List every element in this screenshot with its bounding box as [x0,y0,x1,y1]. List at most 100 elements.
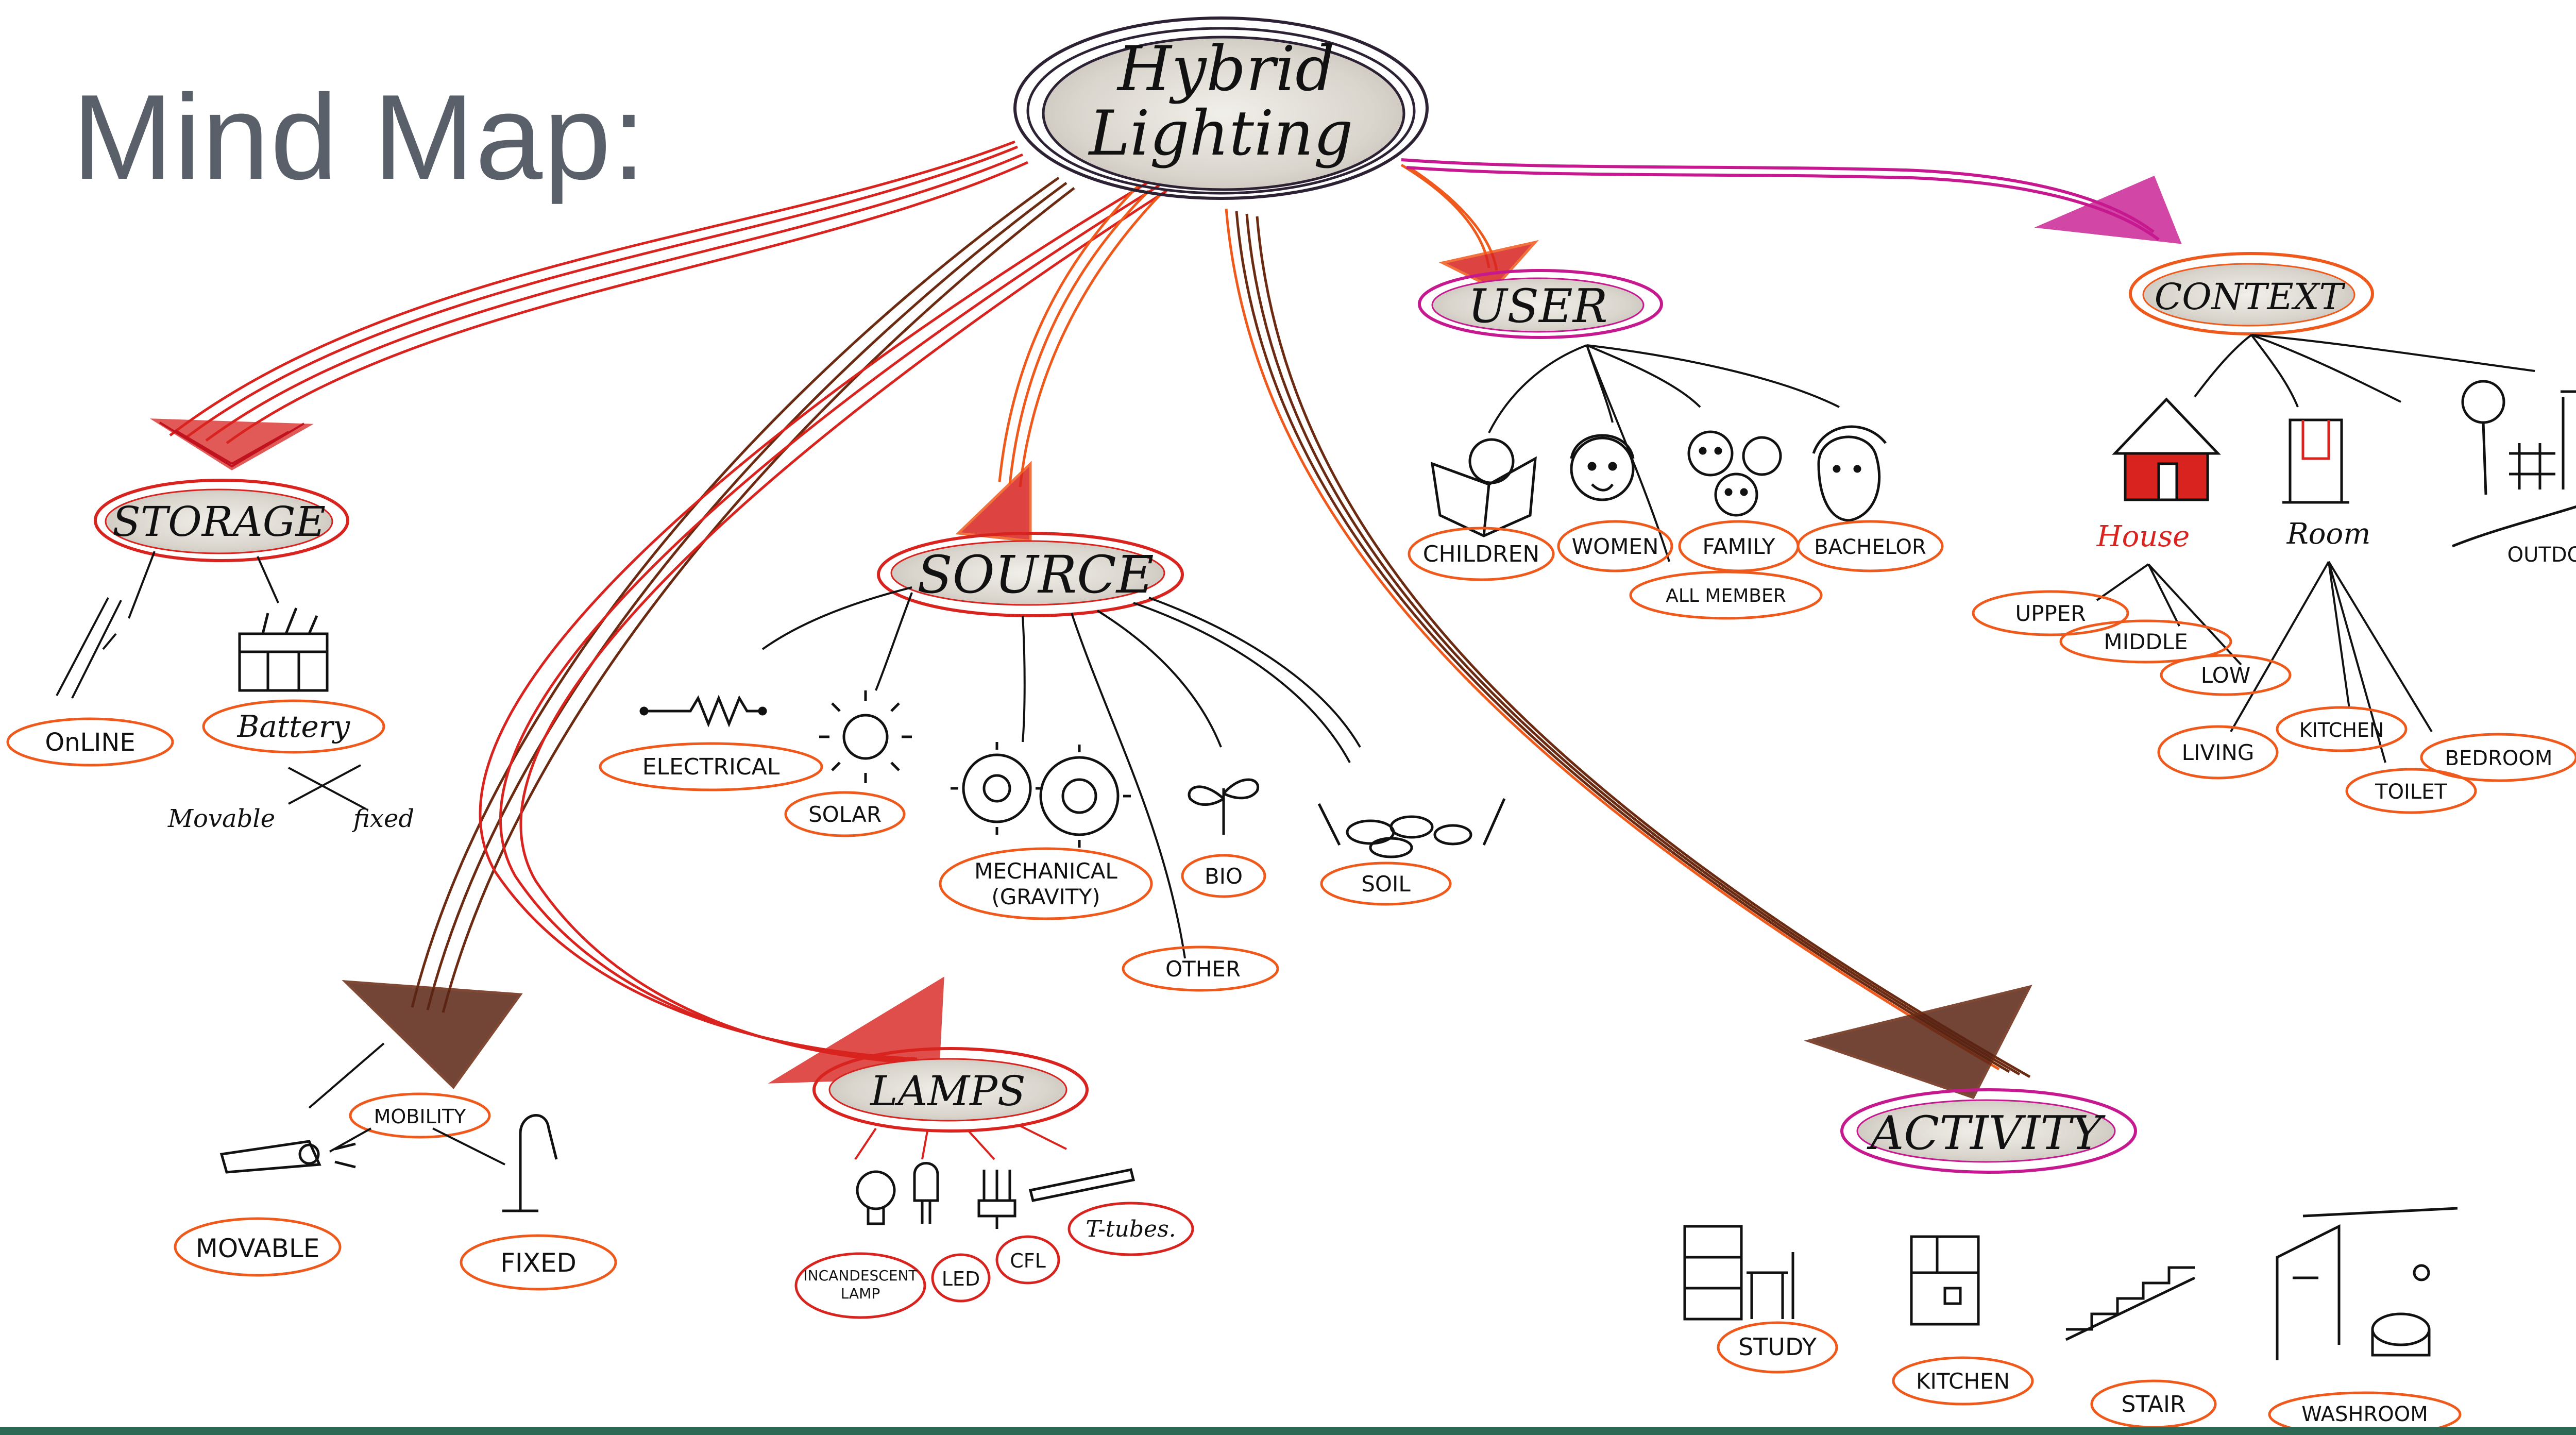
incandescent-label-line1: INCANDESCENT [803,1267,918,1284]
user-all-member-node[interactable]: ALL MEMBER [1629,570,1823,620]
flashlight-icon [219,1140,356,1174]
user-children-node[interactable]: CHILDREN [1408,527,1555,581]
family-faces-icon [1687,430,1782,517]
upper-label: UPPER [2015,601,2086,626]
lamps-node[interactable]: LAMPS [812,1047,1089,1133]
bedroom-label: BEDROOM [2445,747,2553,770]
context-node[interactable]: CONTEXT [2129,252,2374,335]
context-kitchen-node[interactable]: KITCHEN [2276,706,2408,752]
low-label: LOW [2201,663,2251,688]
storage-branches [56,551,279,699]
house-label[interactable]: House [2096,520,2190,553]
study-label: STUDY [1738,1333,1817,1361]
battery-icon [238,607,329,692]
activity-node[interactable]: ACTIVITY [1840,1088,2137,1174]
source-soil-node[interactable]: SOIL [1320,862,1452,906]
children-label: CHILDREN [1423,541,1539,567]
mobility-node[interactable]: MOBILITY [349,1092,491,1139]
women-label: WOMEN [1572,534,1659,559]
kitchen-icon [1910,1235,1980,1326]
lamps-incandescent-node[interactable]: INCANDESCENT LAMP [794,1252,926,1319]
middle-label: MIDDLE [2104,629,2188,654]
washroom-label: WASHROOM [2301,1403,2428,1426]
house-branches [2096,561,2433,763]
tube-light-icon [1028,1168,1136,1202]
sprout-icon [1188,778,1259,835]
bulb-icon [856,1170,896,1225]
mobility-fixed-label: FIXED [500,1248,577,1278]
washroom-icon [2276,1207,2458,1360]
gears-icon [951,742,1131,848]
context-low-node[interactable]: LOW [2160,654,2292,696]
storage-online-node[interactable]: OnLINE [6,717,174,767]
mobility-movable-node[interactable]: MOVABLE [174,1217,342,1277]
online-label: OnLINE [45,728,135,757]
activity-kitchen-label: KITCHEN [1916,1369,2010,1394]
activity-study-node[interactable]: STUDY [1717,1321,1838,1374]
stair-label: STAIR [2121,1391,2185,1417]
user-family-node[interactable]: FAMILY [1678,520,1800,572]
led-icon [913,1162,939,1224]
stair-icon [2065,1266,2196,1341]
source-electrical-node[interactable]: ELECTRICAL [599,742,823,791]
mechanical-label-line2: (GRAVITY) [991,884,1100,909]
context-middle-node[interactable]: MIDDLE [2059,619,2232,664]
bachelor-face-icon [1812,425,1887,522]
root-label-line2: Lighting [1088,98,1353,170]
cfl-label: CFL [1010,1250,1046,1272]
lamps-tubes-node[interactable]: T-tubes. [1067,1202,1194,1256]
user-bachelor-node[interactable]: BACHELOR [1797,520,1944,572]
user-label: USER [1468,279,1608,333]
mobility-branches [308,1042,505,1166]
battery-branches [288,764,366,810]
source-node[interactable]: SOURCE [877,532,1184,617]
context-kitchen-label: KITCHEN [2299,719,2384,741]
lamps-led-node[interactable]: LED [931,1253,991,1303]
woman-face-icon [1570,434,1635,501]
led-label: LED [942,1268,980,1290]
battery-fixed-label[interactable]: fixed [352,804,414,833]
room-label[interactable]: Room [2286,517,2371,551]
activity-kitchen-node[interactable]: KITCHEN [1892,1356,2034,1406]
lamps-cfl-node[interactable]: CFL [995,1235,1060,1285]
activity-label: ACTIVITY [1867,1106,2106,1160]
family-label: FAMILY [1702,534,1775,559]
bachelor-label: BACHELOR [1814,535,1926,559]
context-living-node[interactable]: LIVING [2157,725,2279,780]
bio-label: BIO [1205,864,1243,889]
context-toilet-node[interactable]: TOILET [2345,768,2477,814]
lamps-label: LAMPS [869,1067,1025,1115]
context-bedroom-node[interactable]: BEDROOM [2420,733,2576,782]
source-mechanical-node[interactable]: MECHANICAL (GRAVITY) [939,847,1153,920]
activity-washroom-node[interactable]: WASHROOM [2268,1391,2462,1435]
user-node[interactable]: USER [1418,269,1663,339]
connector-context [1401,158,2182,244]
activity-stair-node[interactable]: STAIR [2090,1379,2217,1429]
user-women-node[interactable]: WOMEN [1557,520,1673,572]
mobility-movable-label: MOVABLE [196,1234,320,1263]
battery-movable-label[interactable]: Movable [167,804,275,833]
source-solar-node[interactable]: SOLAR [784,791,906,837]
connector-activity [1225,208,2032,1100]
outdoor-label[interactable]: OUTDOOR [2507,543,2576,567]
storage-node[interactable]: STORAGE [94,479,349,562]
mechanical-label-line1: MECHANICAL [974,858,1117,884]
page-title: Mind Map: [72,69,647,205]
context-branches [2194,334,2535,408]
root-node-hybrid-lighting[interactable]: Hybrid Lighting [1013,16,1429,200]
connector-source [955,184,1160,543]
storage-label: STORAGE [112,498,326,546]
study-icon [1683,1225,1794,1321]
outdoor-icon [2452,380,2576,548]
context-upper-node[interactable]: UPPER [1972,590,2129,636]
source-bio-node[interactable]: BIO [1181,854,1266,898]
connector-storage [149,140,1029,470]
storage-battery-node[interactable]: Battery [202,699,385,754]
child-reading-icon [1430,438,1537,537]
connector-lamps [479,179,1168,1084]
incandescent-label-line2: LAMP [841,1285,880,1302]
house-icon [2112,397,2221,501]
mobility-fixed-node[interactable]: FIXED [460,1234,617,1291]
source-other-node[interactable]: OTHER [1122,946,1279,992]
